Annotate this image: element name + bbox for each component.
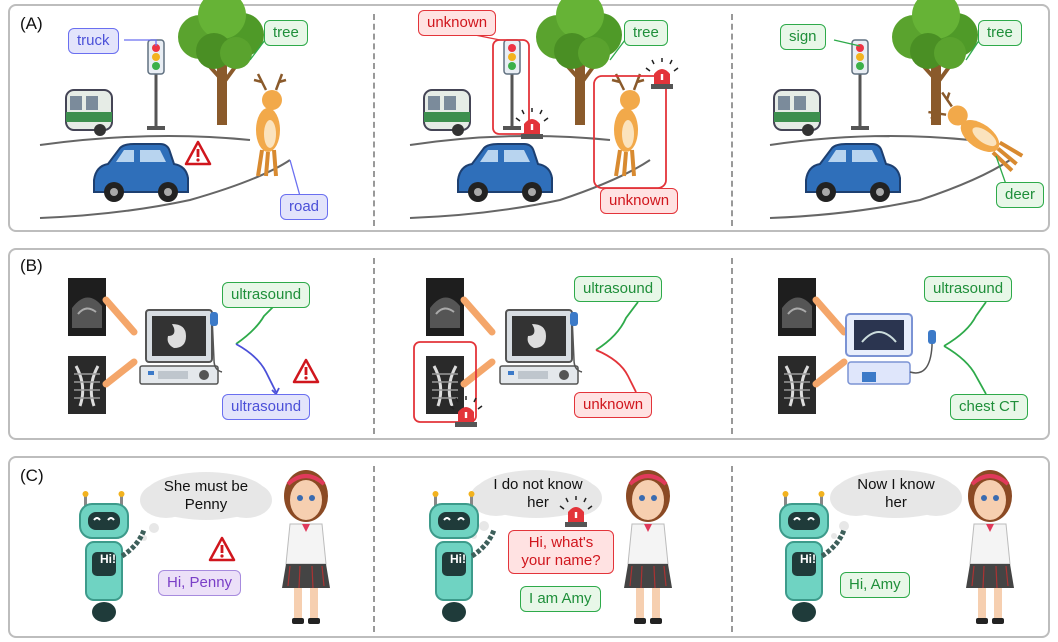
robot-badge-2: Hi! [450,552,466,566]
bubble-whats-your-name: Hi, what's your name? [508,530,614,574]
tag-tree-2: tree [624,20,668,46]
tag-deer: deer [996,182,1045,208]
panel-a-label: (A) [20,14,43,33]
tag-unknown-bottom: unknown [600,188,679,214]
bubble-hi-penny: Hi, Penny [158,570,242,596]
robot-badge-3: Hi! [800,552,816,566]
panel-b-label: (B) [20,256,43,275]
tag-ultrasound-2-top: ultrasound [574,276,663,302]
bubble-hi-amy: Hi, Amy [840,572,910,598]
tag-ultrasound-3-top: ultrasound [924,276,1013,302]
bubble-i-am-amy: I am Amy [520,586,601,612]
tag-chest-ct: chest CT [950,394,1029,420]
divider-c2 [731,466,733,632]
tag-unknown-b: unknown [574,392,653,418]
divider-a2 [731,14,733,226]
tag-sign: sign [780,24,826,50]
scene-b-col3 [776,277,987,416]
tag-ultrasound-1-top: ultrasound [222,282,311,308]
tag-tree-1: tree [264,20,308,46]
thought-she-must-be-penny: She must be Penny [163,478,249,513]
panel-c-label: (C) [20,466,44,485]
tag-road: road [280,194,329,220]
scene-b-col2 [413,277,639,428]
divider-a1 [373,14,375,226]
tag-ultrasound-1-bottom: ultrasound [222,394,311,420]
tag-unknown-top: unknown [418,10,497,36]
tag-truck: truck [68,28,119,54]
divider-b2 [731,258,733,434]
divider-b1 [373,258,375,434]
scene-b-col1 [66,277,320,416]
thought-now-i-know-her: Now I know her [857,476,935,511]
tag-tree-3: tree [978,20,1022,46]
robot-badge-1: Hi! [100,552,116,566]
divider-c1 [373,466,375,632]
thought-i-do-not-know-her: I do not know her [493,476,583,511]
